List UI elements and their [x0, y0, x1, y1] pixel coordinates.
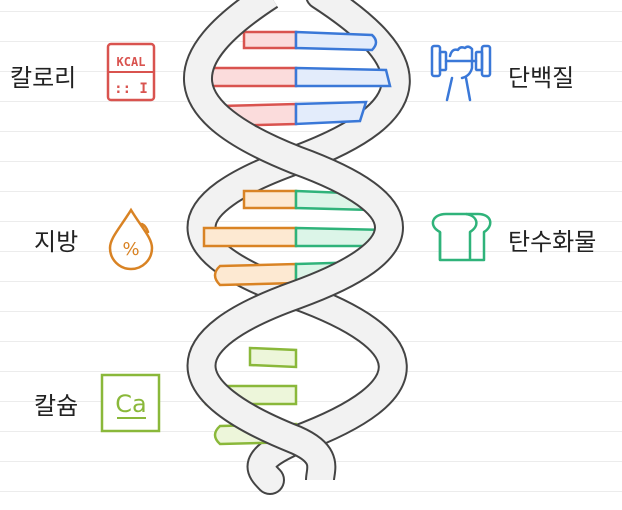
svg-text::: I: :: I: [114, 81, 148, 97]
label-protein: 단백질: [508, 64, 575, 92]
rung-calorie-2: [202, 66, 298, 88]
svg-text:%: %: [122, 239, 139, 260]
label-calories: 칼로리: [10, 64, 77, 92]
dumbbell-fist-icon: [430, 44, 492, 102]
svg-text:KCAL: KCAL: [117, 55, 146, 69]
fat-drop-percent-icon: %: [108, 207, 154, 271]
kcal-calculator-icon: KCAL :: I: [106, 42, 156, 102]
calcium-ca-icon: Ca: [100, 373, 161, 433]
rung-fat-1: [242, 189, 298, 210]
rung-protein-1: [294, 30, 378, 52]
rung-calorie-1: [242, 30, 298, 50]
rung-calcium-1: [248, 346, 298, 369]
rungs-calorie-protein: [202, 30, 392, 128]
label-fat: 지방: [34, 228, 79, 256]
svg-text:Ca: Ca: [115, 390, 146, 418]
label-calcium: 칼슘: [34, 392, 79, 420]
label-carbohydrate: 탄수화물: [508, 228, 597, 256]
rung-protein-2: [294, 66, 392, 88]
rung-fat-3: [213, 262, 298, 287]
bread-loaf-icon: [431, 212, 492, 262]
rung-protein-3: [294, 100, 368, 126]
rung-fat-2: [202, 226, 298, 248]
